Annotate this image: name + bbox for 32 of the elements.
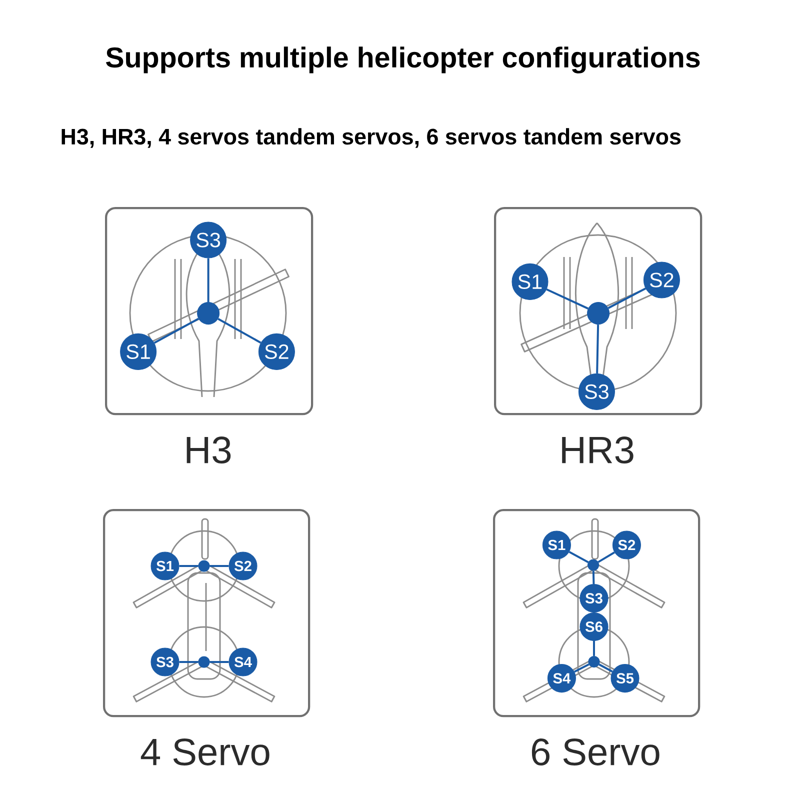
node-label: 4 Servo	[140, 738, 270, 766]
link-line	[179, 661, 198, 663]
panel-frame	[494, 207, 702, 416]
link-line	[207, 258, 210, 302]
hub-dot	[588, 656, 600, 668]
link-line	[210, 565, 229, 567]
link-line	[546, 288, 588, 310]
node-label: 6 Servo	[532, 738, 660, 766]
link-line	[598, 551, 615, 563]
hub-dot	[587, 302, 610, 325]
hub-dot	[198, 560, 210, 572]
panel-frame	[103, 509, 310, 718]
node-label: H3	[186, 436, 231, 464]
panel-frame	[105, 207, 314, 416]
hub-dot	[588, 559, 600, 571]
link-line	[592, 570, 595, 584]
link-line	[179, 565, 198, 567]
subtitle: H3, HR3, 4 servos tandem servos, 6 servos tandem servos	[62, 128, 681, 148]
link-line	[593, 640, 595, 656]
link-line	[596, 324, 600, 374]
link-line	[608, 288, 646, 309]
link-line	[574, 663, 590, 673]
panel-frame	[493, 509, 700, 718]
link-line	[210, 661, 229, 663]
hub-dot	[198, 656, 210, 668]
link-line	[218, 318, 262, 344]
link-line	[598, 664, 613, 672]
link-line	[568, 550, 589, 564]
title: Supports multiple helicopter configurations	[106, 46, 700, 74]
hub-dot	[197, 302, 220, 325]
node-label: HR3	[562, 436, 634, 464]
link-line	[154, 318, 199, 344]
